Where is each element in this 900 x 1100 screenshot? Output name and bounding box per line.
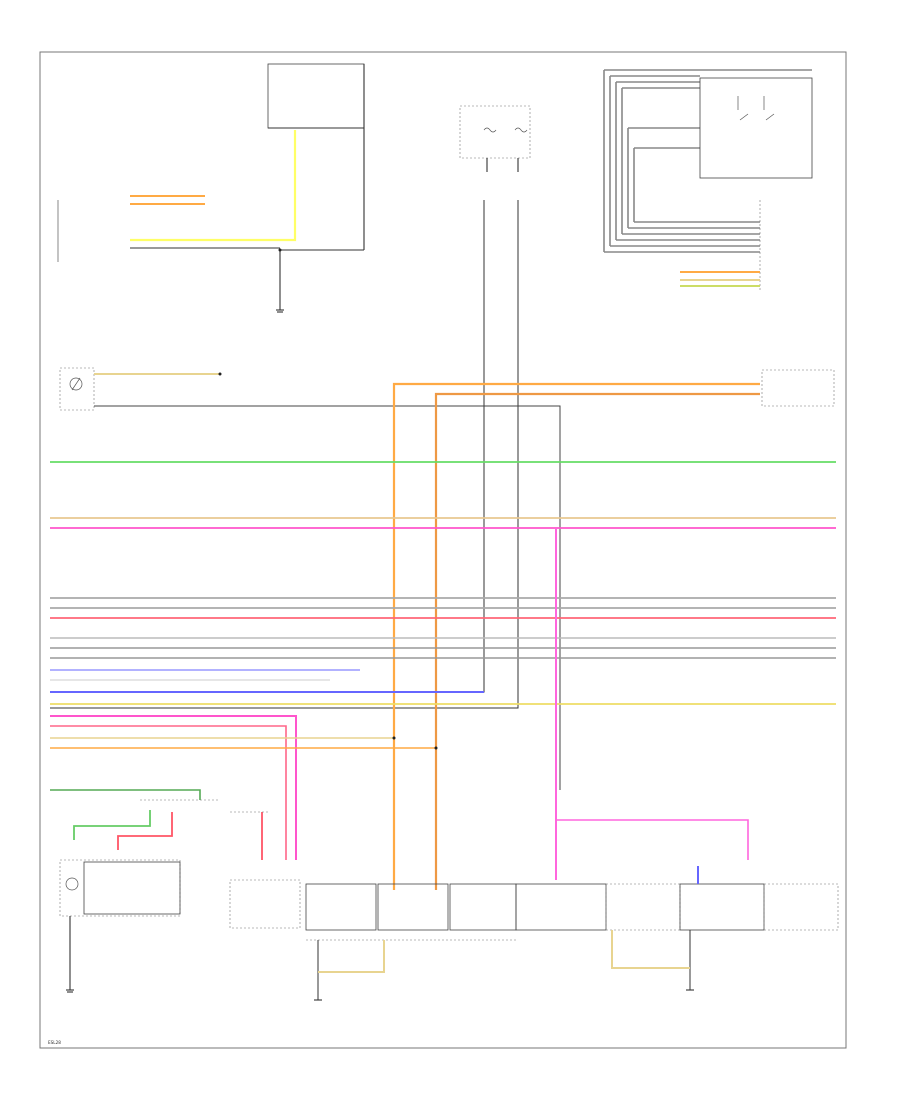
wire-pink-right xyxy=(556,819,749,860)
top-module-group xyxy=(267,63,365,313)
wire-tan-lower-right xyxy=(611,930,690,969)
wire-black-sensor xyxy=(94,405,561,790)
wire-pink-down xyxy=(50,715,297,860)
lower-mid-module xyxy=(229,879,517,941)
lower-right-module xyxy=(515,883,839,931)
lower-left-module xyxy=(59,859,181,993)
wire-green-loop xyxy=(73,810,151,840)
diagram-frame xyxy=(39,51,847,1049)
wire-orange-vertical xyxy=(392,382,760,890)
top-right-module-group xyxy=(603,69,813,290)
footer-label: ESL28 xyxy=(48,1040,61,1045)
wire-darkgreen xyxy=(50,789,201,800)
wire-orange-vertical-2 xyxy=(434,392,760,890)
wire-yellow-top xyxy=(130,130,297,242)
fuse-box-group xyxy=(459,105,531,172)
wire-pink-down-2 xyxy=(50,725,287,860)
wire-red-loop xyxy=(117,812,173,850)
left-sensor-group xyxy=(59,367,95,411)
wire-black-fuse-2 xyxy=(50,200,519,709)
wire-tan-lower xyxy=(318,940,385,973)
